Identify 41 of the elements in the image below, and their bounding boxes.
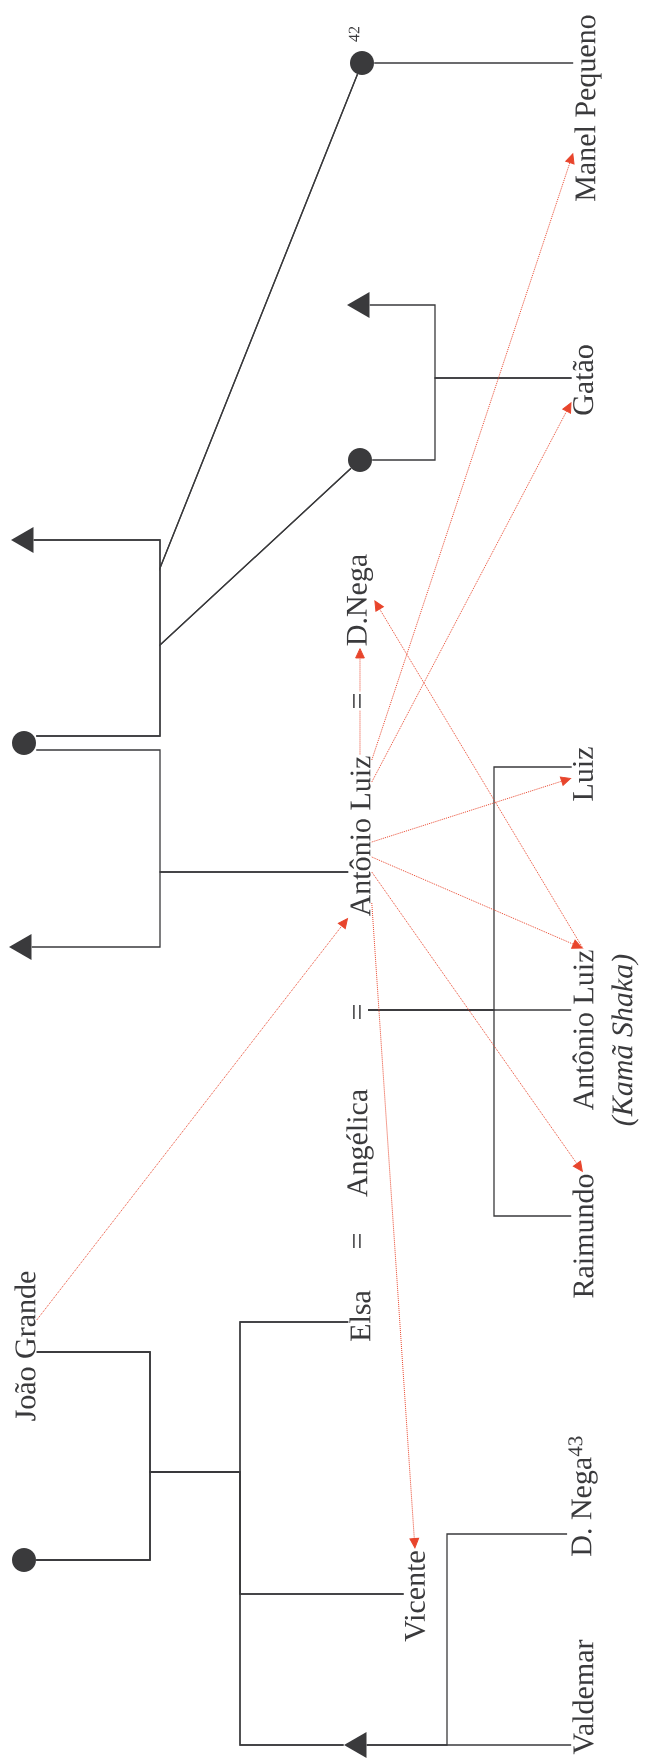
person-name: Manel Pequeno xyxy=(574,15,602,201)
kinship-line xyxy=(367,1009,572,1217)
circle-symbol xyxy=(12,1548,36,1572)
person-name: Elsa xyxy=(349,1290,371,1341)
person-name: João Grande xyxy=(14,1271,36,1421)
person-name: Antônio Luiz xyxy=(349,756,371,917)
triangle-symbol xyxy=(344,1732,367,1758)
nickname-text: (Kamã Shaka) xyxy=(611,954,639,1126)
superscript-number: 42 xyxy=(348,26,360,42)
triangle-symbol xyxy=(347,292,370,318)
kinship-line xyxy=(373,62,574,64)
person-name: D. Nega$^{43}$ xyxy=(568,1436,598,1556)
circle-symbol xyxy=(12,731,36,755)
kinship-line xyxy=(35,1471,345,1746)
circle-symbol xyxy=(348,448,372,472)
kinship-line xyxy=(371,377,573,461)
person-name: Antônio Luiz xyxy=(572,950,594,1111)
kinship-line xyxy=(35,467,352,737)
arrow xyxy=(371,776,572,843)
kinship-line xyxy=(35,749,349,873)
arrow xyxy=(371,902,420,1549)
person-name: Gatão xyxy=(572,345,594,415)
arrow xyxy=(371,856,583,949)
person-name: Vicente xyxy=(404,1551,426,1642)
kinship-line xyxy=(366,1533,568,1746)
person-name: Luiz xyxy=(572,747,594,801)
person-name: D.Nega xyxy=(346,554,374,646)
arrow xyxy=(355,648,365,755)
arrow xyxy=(36,918,348,1321)
edge-label: = xyxy=(352,691,368,711)
arrow xyxy=(371,871,583,1172)
equals-sign: = xyxy=(353,1234,361,1248)
arrow xyxy=(371,153,575,761)
equals-sign: = xyxy=(353,1005,361,1019)
triangle-symbol xyxy=(11,527,34,553)
person-name: Valdemar xyxy=(572,1639,594,1755)
triangle-symbol xyxy=(9,934,32,960)
person-name: Angélica xyxy=(346,1089,374,1197)
arrow xyxy=(374,600,584,949)
arrow xyxy=(371,402,572,783)
person-name: Raimundo xyxy=(572,1174,594,1298)
